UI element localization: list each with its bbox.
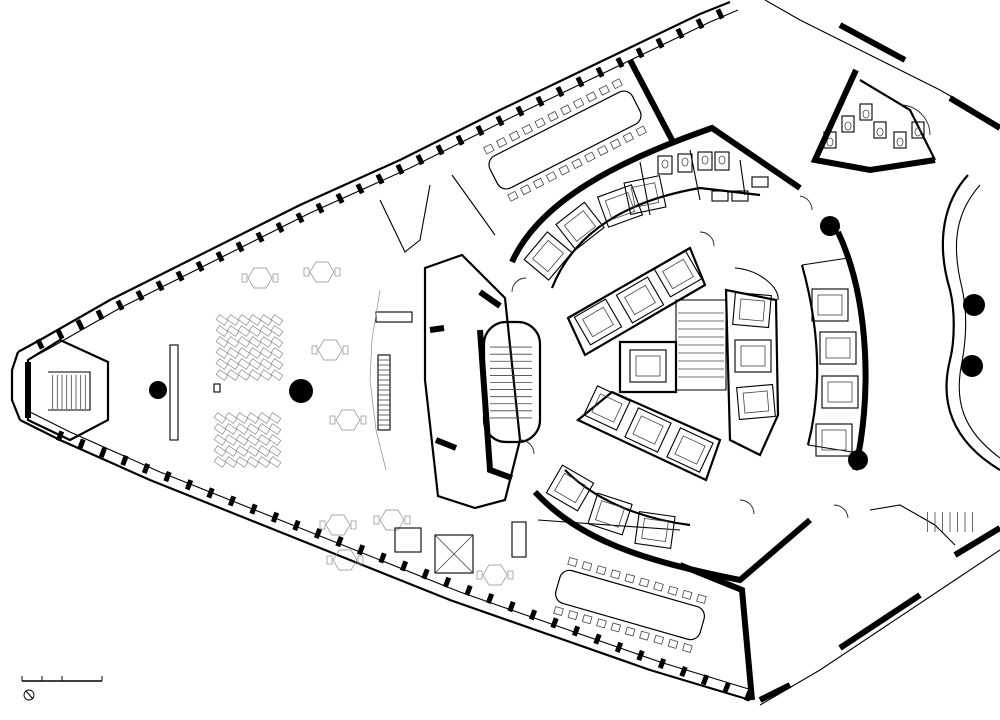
scale-bar-icon bbox=[21, 676, 103, 682]
north-conference-room bbox=[483, 58, 675, 202]
facade-mullions-northwest bbox=[35, 8, 725, 350]
south-conference-room bbox=[394, 519, 755, 701]
outer-envelope bbox=[10, 0, 1000, 706]
facade-mullions-southwest bbox=[55, 430, 753, 702]
column bbox=[820, 216, 840, 236]
column bbox=[289, 379, 313, 403]
column bbox=[848, 450, 868, 470]
central-pavilion bbox=[509, 124, 869, 584]
east-atrium bbox=[869, 174, 1000, 546]
column bbox=[149, 381, 167, 399]
northeast-washrooms bbox=[657, 68, 936, 202]
west-stair bbox=[25, 338, 110, 442]
column bbox=[963, 294, 985, 316]
column bbox=[961, 355, 983, 377]
north-arrow-icon bbox=[23, 689, 35, 701]
central-west-core bbox=[379, 174, 542, 510]
west-open-area bbox=[149, 261, 514, 586]
